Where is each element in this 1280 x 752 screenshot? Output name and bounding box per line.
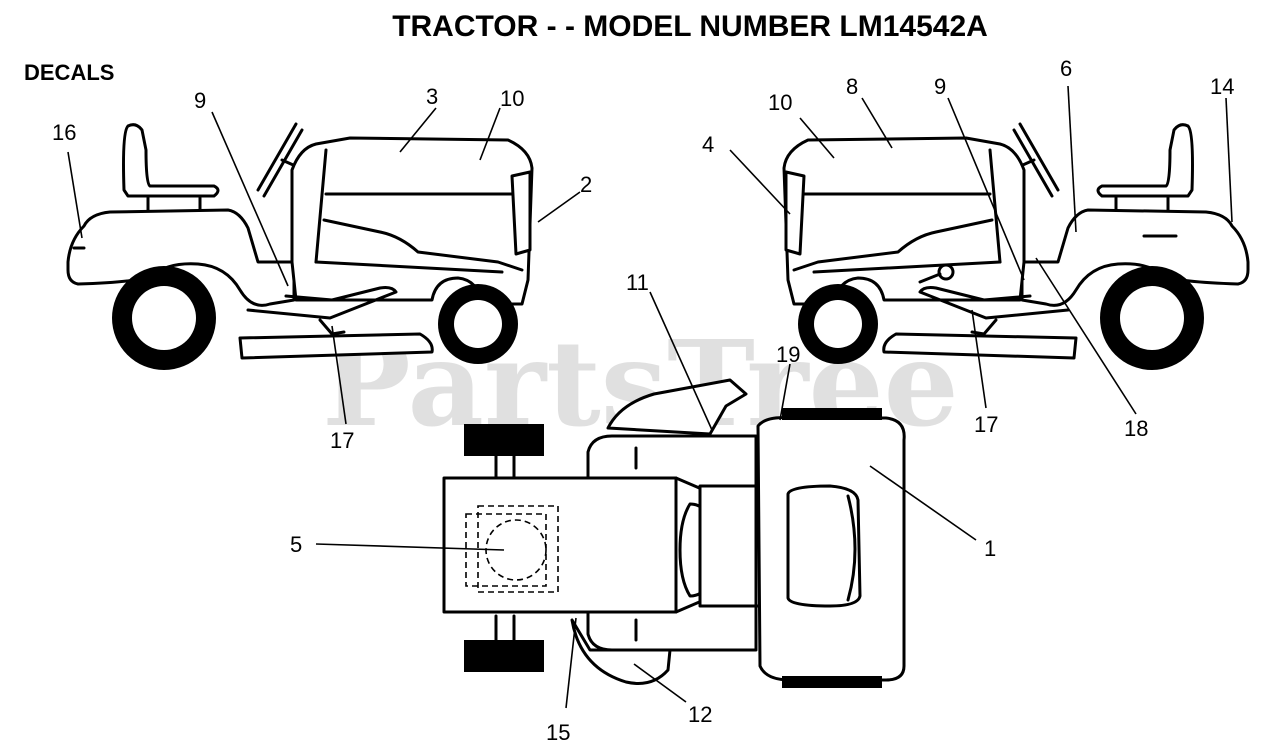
callout-8: 8 [846,74,858,99]
tractor-side-right-icon [782,122,1250,370]
callout-17: 17 [330,428,354,453]
callout-9: 9 [934,74,946,99]
callout-2: 2 [580,172,592,197]
callout-9: 9 [194,88,206,113]
left-view-callouts: 16 9 3 10 2 17 [52,84,592,453]
callout-4: 4 [702,132,714,157]
callout-16: 16 [52,120,76,145]
tractor-side-left-icon [66,122,534,370]
callout-18: 18 [1124,416,1148,441]
top-view-callouts: 11 19 1 5 15 12 [290,270,996,745]
callout-14: 14 [1210,74,1234,99]
callout-10: 10 [768,90,792,115]
callout-10: 10 [500,86,524,111]
callout-6: 6 [1060,56,1072,81]
left-view-leaders [67,107,581,425]
top-view-leaders [315,291,977,709]
tractor-top-view-icon [442,378,906,688]
section-label: DECALS [24,60,114,85]
callout-17: 17 [974,412,998,437]
page-title: TRACTOR - - MODEL NUMBER LM14542A [392,10,988,43]
callout-11: 11 [626,270,649,295]
callout-5: 5 [290,532,302,557]
callout-1: 1 [984,536,996,561]
callout-3: 3 [426,84,438,109]
callout-12: 12 [688,702,712,727]
right-view-callouts: 4 10 8 9 6 14 17 18 [702,56,1234,441]
callout-15: 15 [546,720,570,745]
right-view-leaders [729,85,1233,415]
callout-19: 19 [776,342,800,367]
